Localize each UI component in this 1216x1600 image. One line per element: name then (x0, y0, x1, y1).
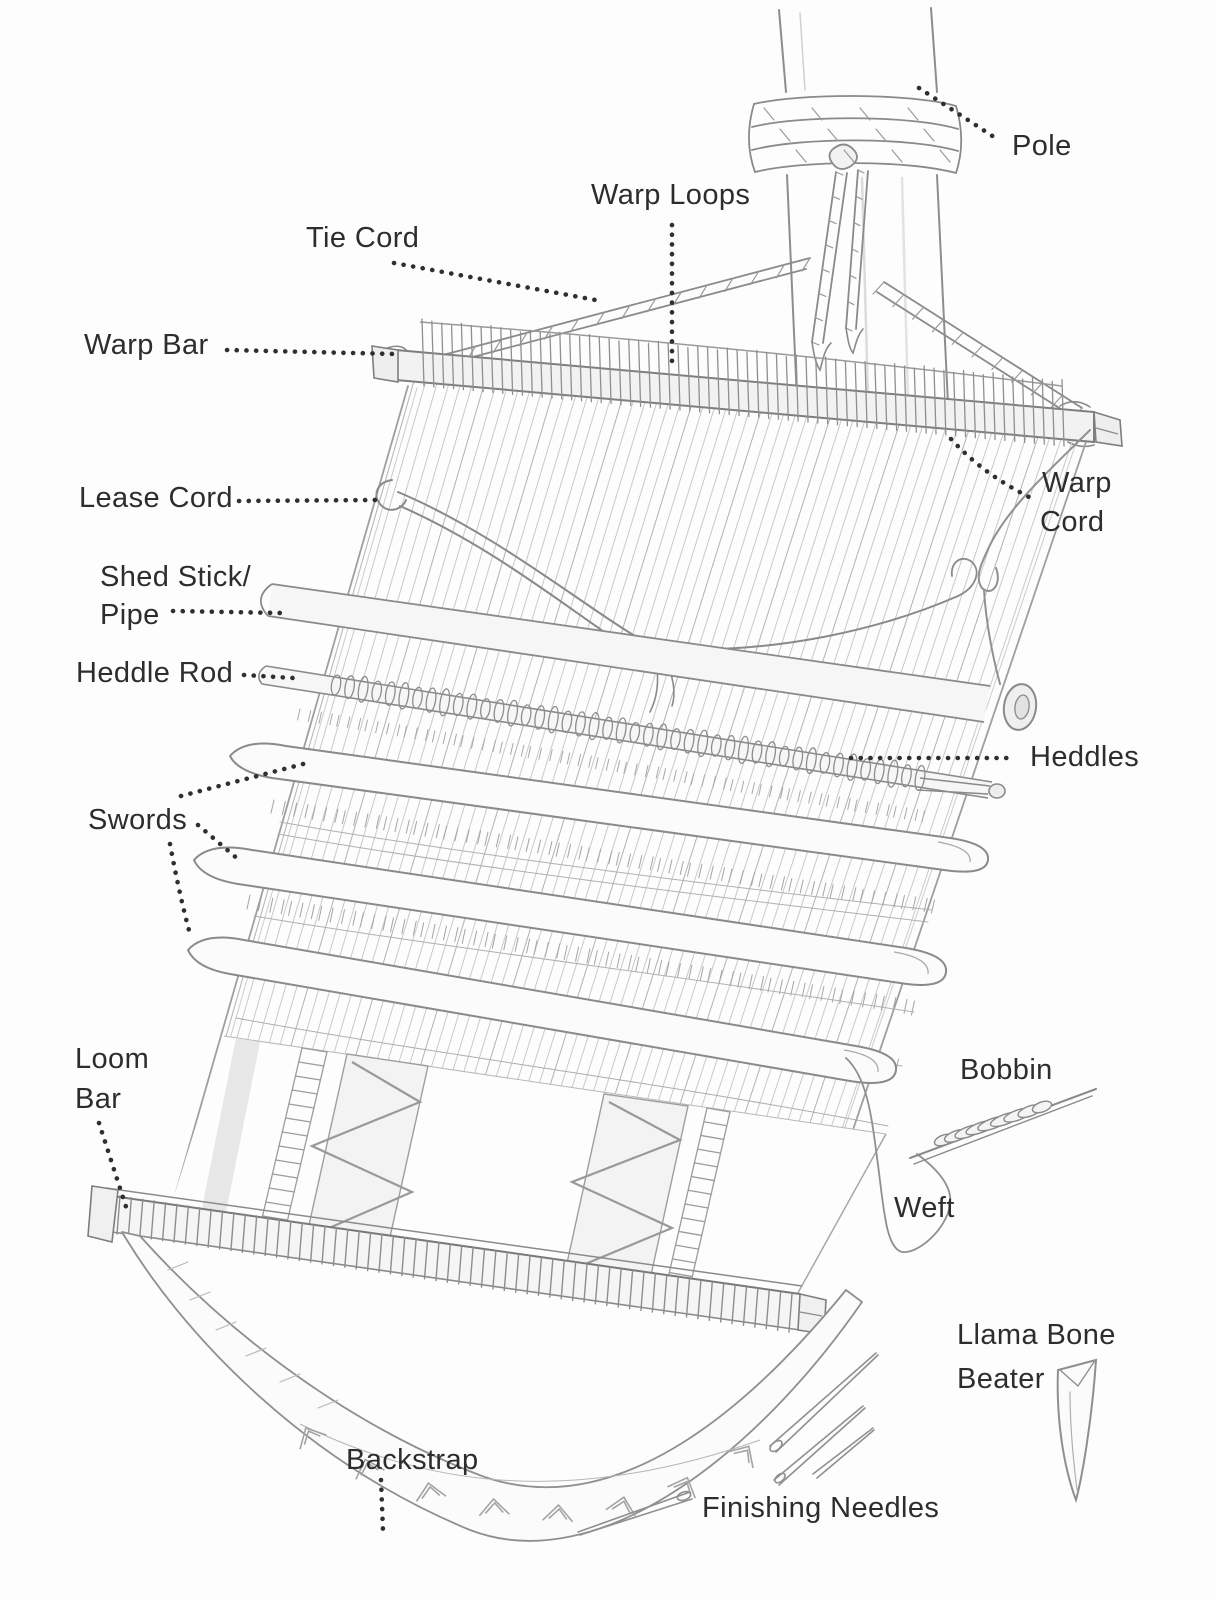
label-weft: Weft (894, 1192, 955, 1224)
leader-sword-1 (178, 760, 310, 799)
label-warp-cord-line2: Cord (1040, 506, 1105, 538)
backstrap-illustration (121, 1231, 863, 1542)
label-lease-cord: Lease Cord (79, 482, 233, 514)
loom-bar-illustration (87, 1185, 827, 1335)
warp-loops-illustration (419, 318, 1065, 447)
woven-cloth-illustration (174, 1035, 887, 1305)
label-llama-bone-line1: Llama Bone (957, 1319, 1116, 1351)
label-finishing-needles: Finishing Needles (702, 1492, 940, 1524)
pole-illustration (778, 7, 949, 405)
label-heddles: Heddles (1030, 741, 1140, 773)
leader-heddle-rod (241, 672, 296, 681)
leader-backstrap (378, 1477, 386, 1534)
label-loom-bar-line2: Bar (75, 1083, 122, 1115)
label-llama-bone-line2: Beater (957, 1363, 1045, 1395)
label-swords: Swords (88, 804, 188, 836)
label-loom-bar-line1: Loom (75, 1043, 150, 1075)
leader-lease-cord (236, 497, 382, 504)
label-warp-cord-line1: Warp (1042, 467, 1112, 499)
leader-tie-cord (391, 260, 604, 304)
label-backstrap: Backstrap (346, 1444, 479, 1476)
leader-sword-2 (195, 822, 242, 863)
pole-rope-wrap (748, 95, 963, 174)
llama-bone-beater-illustration (1056, 1358, 1098, 1504)
weave-texture-upper (297, 708, 925, 823)
label-warp-loops: Warp Loops (591, 179, 751, 211)
label-tie-cord: Tie Cord (306, 222, 420, 254)
leader-sword-3 (167, 841, 194, 941)
weave-texture-middle (270, 799, 935, 923)
label-bobbin: Bobbin (960, 1054, 1053, 1086)
label-shed-stick-line2: Pipe (100, 599, 160, 631)
sword-2-illustration (192, 846, 948, 986)
leader-loom-bar (96, 1120, 131, 1216)
label-shed-stick-line1: Shed Stick/ (100, 561, 252, 593)
warp-cord-illustration (977, 429, 1091, 685)
sword-3-illustration (186, 936, 898, 1084)
leader-shed-stick (170, 608, 284, 616)
leader-pole (916, 85, 1000, 142)
leader-warp-bar (224, 347, 398, 357)
shed-stick-illustration (260, 583, 1038, 731)
finishing-needles-illustration (577, 1352, 879, 1536)
weft-thread-illustration (845, 1057, 952, 1253)
label-pole: Pole (1012, 130, 1072, 162)
heddles-illustration (330, 674, 926, 792)
leader-warp-cord (948, 436, 1032, 500)
label-heddle-rod: Heddle Rod (76, 657, 234, 689)
bobbin-illustration (909, 1088, 1097, 1165)
leader-lines (96, 85, 1032, 1534)
label-warp-bar: Warp Bar (84, 329, 209, 361)
